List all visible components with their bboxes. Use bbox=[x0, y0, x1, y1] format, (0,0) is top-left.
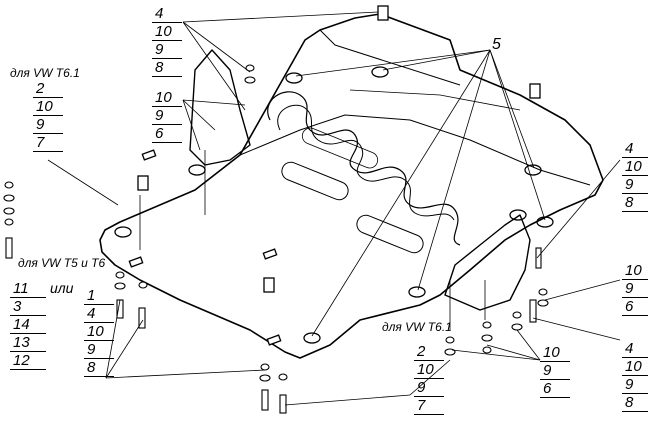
callout-stack-bottom-center-left: 2 10 9 7 bbox=[414, 343, 444, 415]
callout-number: 2 bbox=[414, 343, 444, 361]
hole-7 bbox=[408, 286, 426, 298]
label-vw-t5-t6: для VW T5 и T6 bbox=[18, 256, 106, 270]
hole-4 bbox=[114, 226, 132, 238]
callout-number: 10 bbox=[622, 158, 648, 176]
hole-1 bbox=[285, 72, 303, 84]
spacer-bottom bbox=[263, 277, 275, 293]
callout-number: 10 bbox=[84, 323, 114, 341]
callout-number: 4 bbox=[622, 140, 648, 158]
callout-5: 5 bbox=[492, 36, 501, 53]
spacer-top bbox=[377, 5, 389, 21]
callout-stack-left-bottom: 11 3 14 13 12 bbox=[10, 280, 46, 370]
right-bracket bbox=[444, 214, 531, 311]
callout-number: 9 bbox=[622, 376, 648, 394]
callout-number: 9 bbox=[152, 107, 182, 125]
callout-stack-mid-left: 10 9 6 bbox=[152, 89, 182, 143]
label-ili: или bbox=[50, 280, 74, 296]
callout-number: 9 bbox=[414, 379, 444, 397]
oval-slot-2 bbox=[356, 214, 424, 254]
main-plate-outline bbox=[99, 13, 604, 359]
clip-2 bbox=[262, 248, 278, 260]
callout-number: 10 bbox=[33, 98, 63, 116]
callout-stack-bottom-center: 10 9 6 bbox=[540, 344, 570, 398]
spacer-right bbox=[529, 83, 541, 99]
hole-2 bbox=[371, 66, 389, 78]
oval-slot-3 bbox=[301, 127, 379, 169]
callout-number: 9 bbox=[622, 280, 648, 298]
callout-stack-top-left: 4 10 9 8 bbox=[152, 5, 182, 77]
callout-number: 7 bbox=[414, 397, 444, 415]
callout-number: 9 bbox=[622, 176, 648, 194]
left-bracket bbox=[189, 49, 251, 166]
callout-stack-bottom-left: 1 4 10 9 8 bbox=[84, 287, 114, 377]
callout-number: 4 bbox=[152, 5, 182, 23]
callout-number: 8 bbox=[84, 359, 114, 377]
callout-number: 11 bbox=[10, 280, 46, 298]
callout-number: 9 bbox=[84, 341, 114, 359]
callout-number: 6 bbox=[540, 380, 570, 398]
callout-number: 10 bbox=[622, 262, 648, 280]
callout-stack-far-left: 2 10 9 7 bbox=[33, 80, 63, 152]
hole-3 bbox=[188, 164, 206, 176]
oval-slot-1 bbox=[281, 161, 349, 201]
callout-number: 8 bbox=[622, 194, 648, 212]
label-vw-t61-bottom: для VW T6.1 bbox=[382, 320, 452, 334]
hole-6 bbox=[536, 216, 554, 228]
callout-number: 1 bbox=[84, 287, 114, 305]
callout-number: 9 bbox=[152, 41, 182, 59]
callout-number: 10 bbox=[540, 344, 570, 362]
clip-3 bbox=[266, 334, 282, 346]
clip-4 bbox=[128, 256, 144, 268]
callout-number: 13 bbox=[10, 334, 46, 352]
callout-number: 10 bbox=[414, 361, 444, 379]
callout-number: 8 bbox=[152, 59, 182, 77]
embossed-rib-2 bbox=[277, 104, 455, 221]
callout-number: 14 bbox=[10, 316, 46, 334]
callout-number: 9 bbox=[540, 362, 570, 380]
clip-1 bbox=[141, 149, 157, 161]
callout-number: 12 bbox=[10, 352, 46, 370]
hole-8 bbox=[303, 332, 321, 344]
hole-9 bbox=[509, 209, 527, 221]
callout-number: 4 bbox=[84, 305, 114, 323]
callout-stack-right-lower: 4 10 9 8 bbox=[622, 340, 648, 412]
label-vw-t61-top: для VW T6.1 bbox=[10, 66, 80, 80]
plate-crease-front bbox=[319, 29, 461, 86]
plate-crease-upper bbox=[239, 114, 591, 186]
spacers bbox=[128, 5, 541, 346]
spacer-left bbox=[137, 175, 149, 191]
callout-number: 10 bbox=[622, 358, 648, 376]
callout-number: 9 bbox=[33, 116, 63, 134]
callout-number: 8 bbox=[622, 394, 648, 412]
callout-number: 6 bbox=[152, 125, 182, 143]
callout-number: 6 bbox=[622, 298, 648, 316]
leader-lines bbox=[47, 11, 621, 406]
callout-number: 10 bbox=[152, 23, 182, 41]
callout-stack-right-mid: 10 9 6 bbox=[622, 262, 648, 316]
callout-number: 3 bbox=[10, 298, 46, 316]
embossed-rib-1 bbox=[267, 91, 461, 246]
callout-stack-right-upper: 4 10 9 8 bbox=[622, 140, 648, 212]
callout-number: 4 bbox=[622, 340, 648, 358]
bolt-stacks bbox=[3, 64, 549, 414]
callout-number: 2 bbox=[33, 80, 63, 98]
callout-number: 10 bbox=[152, 89, 182, 107]
callout-number: 7 bbox=[33, 134, 63, 152]
plate-crease-rear bbox=[349, 89, 521, 111]
